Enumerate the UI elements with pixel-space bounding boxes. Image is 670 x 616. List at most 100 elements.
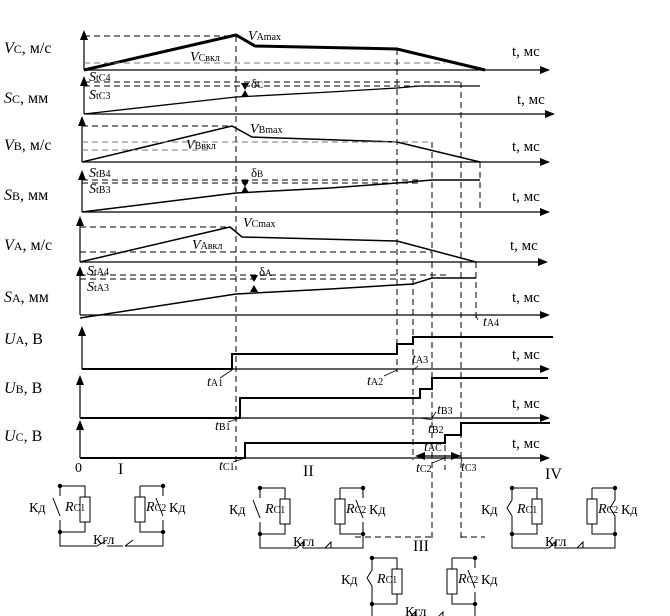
annotation-s-tb4: StB4 bbox=[89, 166, 110, 181]
y-axis-vc-arrowhead bbox=[80, 30, 88, 40]
time-mark-tb3-symbol: t bbox=[437, 403, 442, 418]
delta-b-arrow-top bbox=[241, 180, 249, 187]
annotation-v-bvkl: VBвкл bbox=[186, 138, 216, 153]
time-mark-leader-ta2 bbox=[383, 369, 398, 377]
velocity-curve-c bbox=[83, 33, 486, 72]
panel-label-subscript: B bbox=[14, 139, 22, 153]
time-axis-unit-sc: t, мс bbox=[517, 92, 545, 108]
time-mark-leader-tc1 bbox=[232, 457, 246, 463]
panel-label-symbol: U bbox=[4, 331, 17, 348]
travel-curve-c bbox=[83, 85, 480, 115]
travel-curve-b bbox=[81, 179, 480, 213]
stage-label-III: III bbox=[413, 538, 429, 555]
left-loop-bottom bbox=[260, 524, 286, 535]
y-axis-va-arrowhead bbox=[76, 216, 84, 226]
r-symbol: R bbox=[457, 572, 467, 587]
y-axis-sa-arrowhead bbox=[76, 266, 84, 276]
time-axis-unit-vc: t, мс bbox=[512, 44, 540, 60]
main-wire-left bbox=[511, 534, 549, 549]
main-wire-right bbox=[577, 534, 616, 549]
delta-b-arrow-bottom bbox=[241, 186, 249, 193]
time-mark-ta2-subscript: A2 bbox=[371, 377, 383, 388]
time-axis-unit-va: t, мс bbox=[510, 238, 538, 254]
time-mark-ta1: tA1 bbox=[207, 375, 223, 390]
r-symbol: R bbox=[145, 500, 155, 515]
travel-curve-a bbox=[79, 277, 476, 319]
time-axis-va-arrowhead bbox=[538, 258, 548, 266]
r-symbol: R bbox=[597, 502, 607, 517]
switch-kgl-closed2-icon bbox=[438, 610, 444, 616]
panel-label-subscript: A bbox=[14, 239, 23, 253]
panel-label-uc: UC, В bbox=[4, 428, 42, 445]
right-loop-bottom bbox=[451, 594, 475, 605]
switch-kgl-blade2-icon bbox=[124, 539, 134, 547]
panel-label-symbol: V bbox=[4, 237, 16, 254]
r-symbol: R bbox=[345, 502, 355, 517]
time-mark-tb3: tB3 bbox=[437, 403, 453, 418]
panel-label-sc: SC, мм bbox=[4, 90, 48, 107]
annotation-s-tc3-subscript: tC3 bbox=[96, 91, 110, 102]
resistor-rc2-icon bbox=[334, 498, 346, 525]
panel-label-symbol: S bbox=[4, 90, 12, 107]
right-loop-bottom bbox=[339, 524, 363, 535]
stage-label-I: I bbox=[118, 461, 123, 478]
panel-label-unit: , мм bbox=[20, 90, 48, 107]
time-mark-tc3-subscript: C3 bbox=[465, 463, 477, 474]
panel-label-unit: , В bbox=[24, 331, 43, 348]
label-rc1: RC1 bbox=[516, 502, 537, 517]
label-rc1: RC1 bbox=[64, 500, 85, 515]
panel-label-va: VA, м/с bbox=[4, 237, 52, 254]
label-rc2: RC2 bbox=[597, 502, 618, 517]
time-mark-tb1-symbol: t bbox=[215, 419, 220, 434]
annotation-v-cvkl-symbol: V bbox=[190, 50, 200, 65]
origin-label: 0 bbox=[75, 461, 82, 476]
label-kgl: Кгл bbox=[293, 535, 314, 550]
label-rc1: RC1 bbox=[376, 572, 397, 587]
switch-kgl-closed2-icon bbox=[324, 540, 332, 549]
label-rc2: RC2 bbox=[457, 572, 478, 587]
label-kgl: Кгл bbox=[545, 535, 566, 550]
time-axis-sa-arrowhead bbox=[540, 311, 550, 319]
time-axis-vc-arrowhead bbox=[540, 66, 550, 74]
label-kd-right: Кд bbox=[621, 503, 637, 518]
annotation-s-tb3-subscript: tB3 bbox=[96, 185, 110, 196]
time-mark-ta1-subscript: A1 bbox=[211, 378, 223, 389]
annotation-s-tc4-symbol: S bbox=[89, 70, 96, 85]
panel-label-unit: , м/с bbox=[22, 137, 52, 154]
panel-label-subscript: C bbox=[14, 42, 22, 56]
r-symbol: R bbox=[64, 500, 74, 515]
time-axis-ub-arrowhead bbox=[540, 414, 550, 422]
panel-label-subscript: A bbox=[12, 291, 21, 305]
time-mark-leader-tb1 bbox=[227, 417, 241, 423]
r-symbol: R bbox=[376, 572, 386, 587]
annotation-v-amax-symbol: V bbox=[248, 29, 258, 44]
annotation-v-cmax: VCmax bbox=[243, 216, 275, 231]
annotation-v-bvkl-subscript: Bвкл bbox=[195, 141, 216, 152]
label-rc2: RC2 bbox=[145, 500, 166, 515]
panel-label-symbol: U bbox=[4, 380, 17, 397]
r-subscript: C1 bbox=[74, 503, 86, 514]
stage-label-IV: IV bbox=[545, 466, 562, 483]
annotation-s-tc4-subscript: tC4 bbox=[96, 73, 110, 84]
delta-a-arrow-bottom bbox=[250, 285, 258, 292]
annotation-v-bvkl-symbol: V bbox=[186, 138, 196, 153]
time-axis-unit-ua: t, мс bbox=[512, 347, 540, 363]
time-mark-ta2: tA2 bbox=[367, 374, 383, 389]
right-loop-bottom bbox=[139, 522, 163, 533]
r-subscript: C1 bbox=[274, 505, 286, 516]
panel-label-subscript: C bbox=[16, 430, 24, 444]
time-axis-unit-sb: t, мс bbox=[512, 189, 540, 205]
panel-label-symbol: V bbox=[4, 40, 16, 57]
voltage-step-a bbox=[82, 336, 553, 370]
annotation-v-bmax-symbol: V bbox=[250, 122, 260, 137]
left-loop-top bbox=[372, 557, 398, 569]
velocity-curve-a bbox=[79, 226, 477, 263]
panel-label-subscript: A bbox=[16, 333, 25, 347]
right-loop-bottom bbox=[591, 524, 615, 535]
switch-kd-right-icon-blade bbox=[155, 497, 164, 517]
panel-label-subscript: B bbox=[12, 189, 20, 203]
annotation-delta-b-symbol: δ bbox=[251, 165, 257, 180]
resistor-rc1-icon bbox=[279, 498, 291, 525]
